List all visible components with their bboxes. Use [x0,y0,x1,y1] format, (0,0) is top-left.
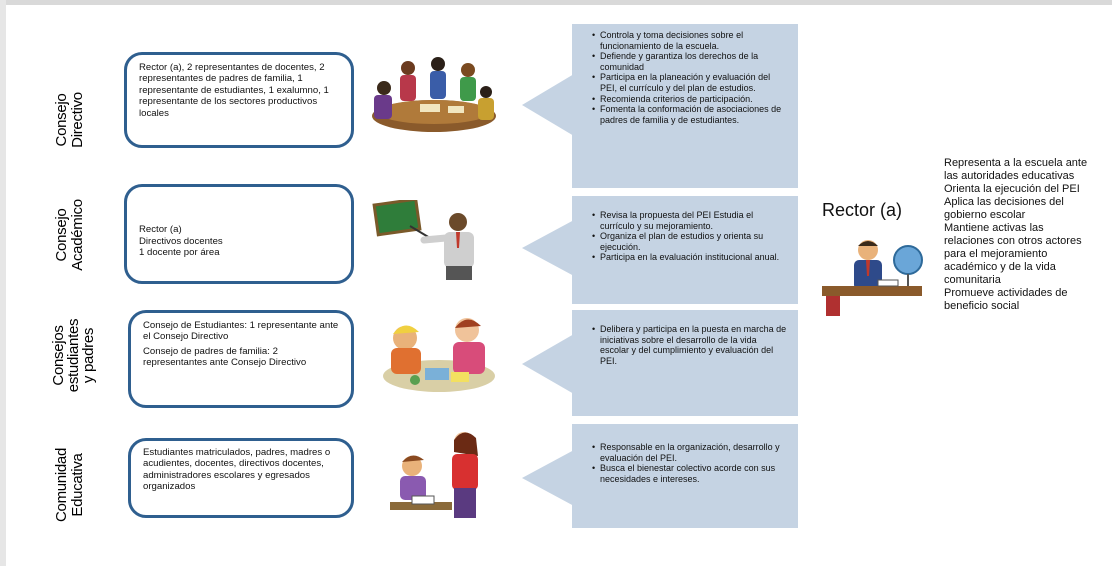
function-item: Defiende y garantiza los derechos de la … [592,51,788,72]
function-item: Delibera y participa en la puesta en mar… [592,324,788,366]
members-text: Rector (a) Directivos docentes 1 docente… [139,224,223,259]
functions-panel-consejos-estudiantes-padres: Delibera y participa en la puesta en mar… [572,310,798,416]
rector-role: Aplica las decisiones del gobierno escol… [944,196,1064,221]
row-label-comunidad-educativa: Comunidad Educativa [53,447,87,523]
row-label-consejo-academico: Consejo Académico [53,199,87,271]
teacher-illustration [372,200,474,280]
functions-panel-consejo-academico: Revisa la propuesta del PEI Estudia el c… [572,196,798,304]
row-label-consejos-estudiantes-padres: Consejos estudiantes y padres [50,318,98,392]
function-item: Participa en la evaluación institucional… [592,252,788,263]
arrow-left-consejo-academico [522,220,574,276]
members-box-consejo-directivo: Rector (a), 2 representantes de docentes… [124,52,354,148]
rector-role: Promueve actividades de beneficio social [944,287,1068,312]
rector-illustration [822,240,923,316]
members-box-comunidad-educativa: Estudiantes matriculados, padres, madres… [128,438,354,518]
members-text: Consejo de padres de familia: 2 represen… [143,345,307,369]
meeting-illustration [372,57,496,132]
arrow-left-consejo-directivo [522,74,574,136]
functions-panel-comunidad-educativa: Responsable en la organización, desarrol… [572,424,798,528]
function-item: Organiza el plan de estudios y orienta s… [592,231,788,252]
function-item: Recomienda criterios de participación. [592,94,788,105]
rector-role: Mantiene activas las relaciones con otro… [944,222,1082,286]
rector-title: Rector (a) [822,200,903,220]
top-border [0,0,1112,5]
arrow-left-consejos-estudiantes-padres [522,334,574,394]
arrow-left-comunidad-educativa [522,450,574,506]
row-label-consejo-directivo: Consejo Directivo [53,92,86,148]
members-box-consejos-estudiantes-padres: Consejo de Estudiantes: 1 representante … [128,310,354,408]
community-illustration [390,432,478,518]
function-item: Participa en la planeación y evaluación … [592,72,788,93]
rector-roles: Representa a la escuela ante las autorid… [944,157,1094,313]
students-parents-illustration [383,318,495,392]
members-text: Estudiantes matriculados, padres, madres… [143,447,331,493]
members-text: Consejo de Estudiantes: 1 representante … [143,320,339,343]
members-box-consejo-academico: Rector (a) Directivos docentes 1 docente… [124,184,354,284]
function-item: Fomenta la conformación de asociaciones … [592,104,788,125]
members-text: Rector (a), 2 representantes de docentes… [139,62,329,119]
function-item: Busca el bienestar colectivo acorde con … [592,463,788,484]
left-border [0,0,6,566]
rector-role: Orienta la ejecución del PEI [944,183,1080,195]
function-item: Controla y toma decisiones sobre el func… [592,30,788,51]
functions-panel-consejo-directivo: Controla y toma decisiones sobre el func… [572,24,798,188]
rector-role: Representa a la escuela ante las autorid… [944,157,1088,182]
function-item: Responsable en la organización, desarrol… [592,442,788,463]
function-item: Revisa la propuesta del PEI Estudia el c… [592,210,788,231]
